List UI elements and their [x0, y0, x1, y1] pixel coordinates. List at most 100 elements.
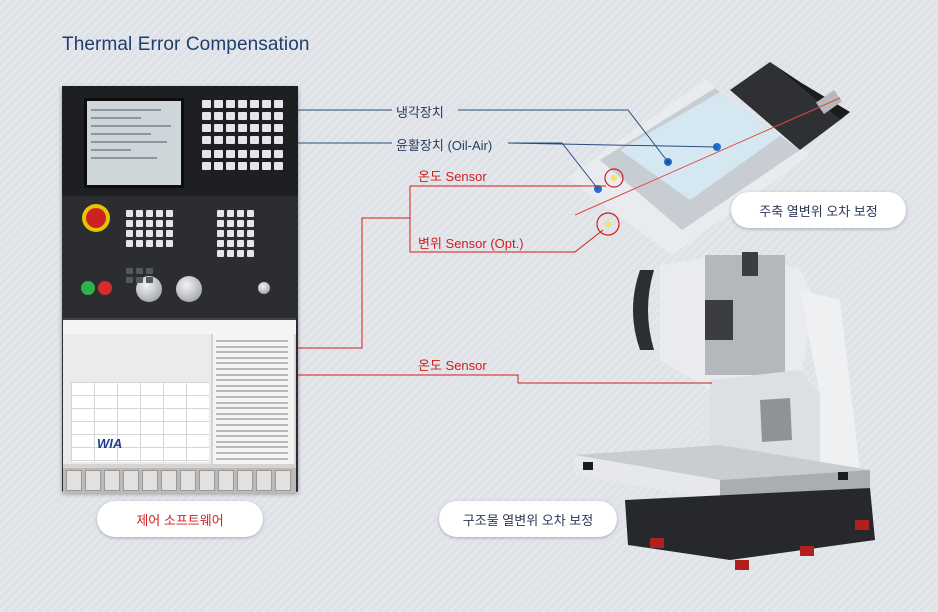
keypad-key[interactable]	[262, 162, 271, 170]
keypad-key[interactable]	[226, 162, 235, 170]
keypad-key[interactable]	[227, 220, 234, 227]
software-function-key[interactable]	[237, 470, 253, 491]
keypad-key[interactable]	[214, 150, 223, 158]
keypad-key[interactable]	[250, 136, 259, 144]
keypad-key[interactable]	[217, 240, 224, 247]
keypad-key[interactable]	[262, 136, 271, 144]
software-function-key[interactable]	[104, 470, 120, 491]
keypad-key[interactable]	[217, 210, 224, 217]
software-function-key[interactable]	[256, 470, 272, 491]
keypad-key[interactable]	[237, 210, 244, 217]
keypad-key[interactable]	[238, 162, 247, 170]
keypad-key[interactable]	[126, 277, 133, 283]
keypad-key[interactable]	[262, 124, 271, 132]
keypad-key[interactable]	[226, 150, 235, 158]
keypad-key[interactable]	[214, 162, 223, 170]
keypad-key[interactable]	[274, 100, 283, 108]
keypad-key[interactable]	[146, 220, 153, 227]
key-switch[interactable]	[258, 282, 270, 294]
keypad-key[interactable]	[214, 136, 223, 144]
keypad-key[interactable]	[226, 124, 235, 132]
keypad-key[interactable]	[227, 250, 234, 257]
software-function-key[interactable]	[123, 470, 139, 491]
spindle-override-knob[interactable]	[176, 276, 202, 302]
keypad-key[interactable]	[156, 240, 163, 247]
keypad-key[interactable]	[238, 124, 247, 132]
keypad-key[interactable]	[217, 220, 224, 227]
cycle-start-button[interactable]	[81, 281, 95, 295]
software-function-key[interactable]	[85, 470, 101, 491]
keypad-key[interactable]	[146, 268, 153, 274]
keypad-key[interactable]	[238, 112, 247, 120]
keypad-key[interactable]	[136, 240, 143, 247]
keypad-key[interactable]	[226, 136, 235, 144]
keypad-key[interactable]	[262, 150, 271, 158]
keypad-key[interactable]	[250, 124, 259, 132]
keypad-key[interactable]	[274, 136, 283, 144]
keypad-key[interactable]	[227, 210, 234, 217]
keypad-key[interactable]	[156, 220, 163, 227]
keypad-key[interactable]	[126, 230, 133, 237]
keypad-key[interactable]	[237, 230, 244, 237]
keypad-key[interactable]	[126, 220, 133, 227]
keypad-key[interactable]	[237, 220, 244, 227]
keypad-key[interactable]	[214, 100, 223, 108]
keypad-key[interactable]	[250, 100, 259, 108]
keypad-key[interactable]	[126, 240, 133, 247]
keypad-key[interactable]	[202, 100, 211, 108]
keypad-key[interactable]	[202, 112, 211, 120]
keypad-key[interactable]	[217, 230, 224, 237]
keypad-key[interactable]	[247, 240, 254, 247]
keypad-key[interactable]	[250, 162, 259, 170]
keypad-key[interactable]	[226, 112, 235, 120]
software-function-key[interactable]	[142, 470, 158, 491]
keypad-key[interactable]	[217, 250, 224, 257]
keypad-key[interactable]	[274, 124, 283, 132]
keypad-key[interactable]	[274, 162, 283, 170]
keypad-key[interactable]	[238, 150, 247, 158]
keypad-key[interactable]	[274, 150, 283, 158]
keypad-key[interactable]	[262, 100, 271, 108]
keypad-key[interactable]	[247, 210, 254, 217]
software-function-key[interactable]	[180, 470, 196, 491]
keypad-key[interactable]	[202, 150, 211, 158]
keypad-key[interactable]	[238, 136, 247, 144]
keypad-key[interactable]	[136, 268, 143, 274]
keypad-key[interactable]	[156, 210, 163, 217]
keypad-key[interactable]	[202, 136, 211, 144]
keypad-key[interactable]	[274, 112, 283, 120]
keypad-key[interactable]	[227, 240, 234, 247]
keypad-key[interactable]	[238, 100, 247, 108]
software-function-key[interactable]	[199, 470, 215, 491]
keypad-key[interactable]	[166, 210, 173, 217]
keypad-key[interactable]	[166, 220, 173, 227]
keypad-key[interactable]	[247, 220, 254, 227]
keypad-key[interactable]	[146, 210, 153, 217]
keypad-key[interactable]	[166, 240, 173, 247]
keypad-key[interactable]	[126, 210, 133, 217]
software-function-key[interactable]	[218, 470, 234, 491]
keypad-key[interactable]	[136, 220, 143, 227]
keypad-key[interactable]	[136, 277, 143, 283]
keypad-key[interactable]	[250, 150, 259, 158]
keypad-key[interactable]	[237, 250, 244, 257]
keypad-key[interactable]	[166, 230, 173, 237]
keypad-key[interactable]	[202, 162, 211, 170]
software-function-key[interactable]	[275, 470, 291, 491]
keypad-key[interactable]	[146, 240, 153, 247]
keypad-key[interactable]	[247, 250, 254, 257]
keypad-key[interactable]	[247, 230, 254, 237]
software-function-key[interactable]	[161, 470, 177, 491]
keypad-key[interactable]	[126, 268, 133, 274]
keypad-key[interactable]	[136, 230, 143, 237]
keypad-key[interactable]	[262, 112, 271, 120]
keypad-key[interactable]	[227, 230, 234, 237]
cycle-stop-button[interactable]	[98, 281, 112, 295]
keypad-key[interactable]	[146, 277, 153, 283]
keypad-key[interactable]	[226, 100, 235, 108]
keypad-key[interactable]	[214, 112, 223, 120]
keypad-key[interactable]	[214, 124, 223, 132]
keypad-key[interactable]	[156, 230, 163, 237]
keypad-key[interactable]	[250, 112, 259, 120]
keypad-key[interactable]	[237, 240, 244, 247]
